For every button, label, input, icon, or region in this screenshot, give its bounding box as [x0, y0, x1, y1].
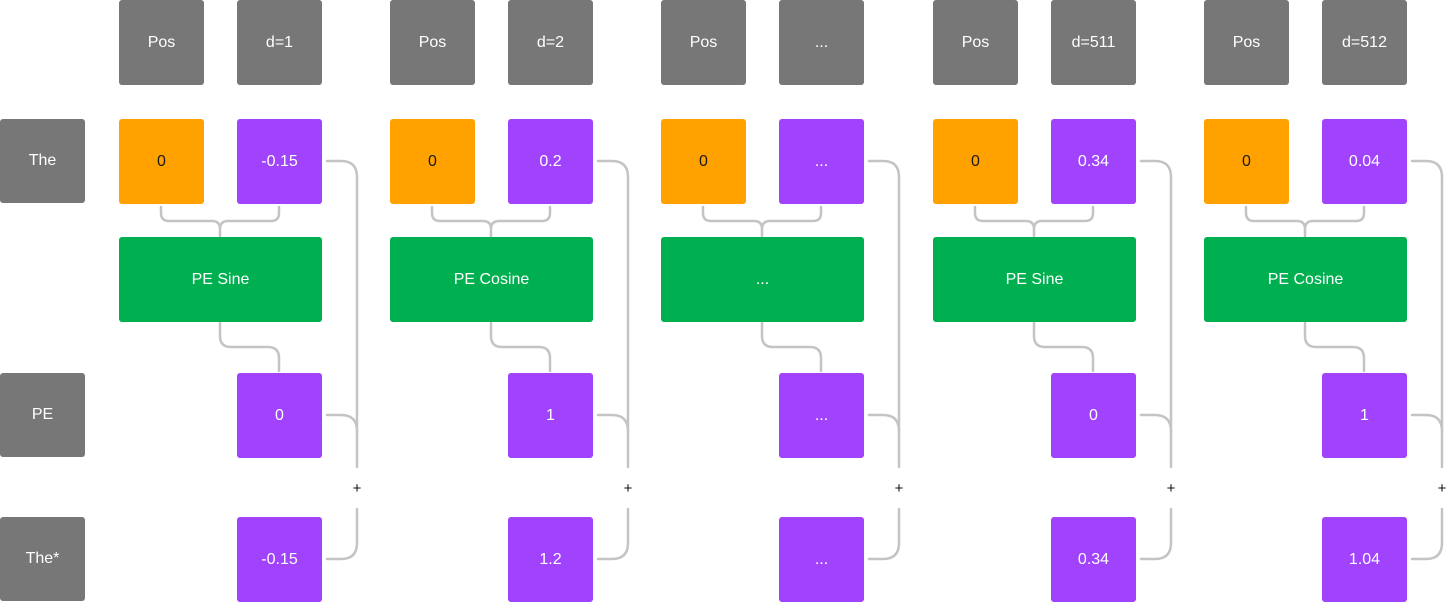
embedding-value: -0.15 — [237, 119, 322, 204]
dimension-header: ... — [779, 0, 864, 85]
row-label-token: The — [0, 119, 85, 203]
pe-value: ... — [779, 373, 864, 458]
merge-brace — [1244, 205, 1366, 238]
merge-brace — [701, 205, 823, 238]
embedding-sum-connector — [1410, 159, 1444, 469]
merge-brace — [973, 205, 1095, 238]
function-output-connector — [1303, 321, 1366, 373]
encoding-function: PE Cosine — [1204, 237, 1407, 322]
embedding-sum-connector — [867, 159, 901, 469]
function-output-connector — [218, 321, 281, 373]
row-label-pe: PE — [0, 373, 85, 457]
sum-result-connector — [1410, 507, 1444, 561]
embedding-value: 0.04 — [1322, 119, 1407, 204]
pe-value: 0 — [237, 373, 322, 458]
sum-result-connector — [596, 507, 630, 561]
merge-brace — [159, 205, 281, 238]
result-value: 1.04 — [1322, 517, 1407, 602]
pos-header: Pos — [661, 0, 746, 85]
pe-sum-connector — [325, 413, 359, 433]
embedding-sum-connector — [325, 159, 359, 469]
encoding-function: PE Sine — [933, 237, 1136, 322]
pos-header: Pos — [390, 0, 475, 85]
result-value: ... — [779, 517, 864, 602]
dimension-header: d=2 — [508, 0, 593, 85]
pe-value: 1 — [508, 373, 593, 458]
dimension-header: d=511 — [1051, 0, 1136, 85]
position-value: 0 — [1204, 119, 1289, 204]
embedding-value: 0.2 — [508, 119, 593, 204]
sum-result-connector — [325, 507, 359, 561]
embedding-value: 0.34 — [1051, 119, 1136, 204]
pe-sum-connector — [596, 413, 630, 433]
plus-operator: + — [1166, 480, 1176, 497]
pos-header: Pos — [1204, 0, 1289, 85]
pe-sum-connector — [1410, 413, 1444, 433]
embedding-sum-connector — [1139, 159, 1173, 469]
result-value: 1.2 — [508, 517, 593, 602]
function-output-connector — [489, 321, 552, 373]
pe-sum-connector — [867, 413, 901, 433]
encoding-function: PE Cosine — [390, 237, 593, 322]
embedding-sum-connector — [596, 159, 630, 469]
dimension-header: d=1 — [237, 0, 322, 85]
pe-value: 1 — [1322, 373, 1407, 458]
function-output-connector — [760, 321, 823, 373]
position-value: 0 — [119, 119, 204, 204]
position-value: 0 — [933, 119, 1018, 204]
plus-operator: + — [1437, 480, 1447, 497]
row-label-result: The* — [0, 517, 85, 601]
result-value: 0.34 — [1051, 517, 1136, 602]
plus-operator: + — [894, 480, 904, 497]
plus-operator: + — [352, 480, 362, 497]
merge-brace — [430, 205, 552, 238]
function-output-connector — [1032, 321, 1095, 373]
dimension-header: d=512 — [1322, 0, 1407, 85]
position-value: 0 — [390, 119, 475, 204]
pe-sum-connector — [1139, 413, 1173, 433]
sum-result-connector — [1139, 507, 1173, 561]
encoding-function: PE Sine — [119, 237, 322, 322]
pos-header: Pos — [119, 0, 204, 85]
plus-operator: + — [623, 480, 633, 497]
result-value: -0.15 — [237, 517, 322, 602]
position-value: 0 — [661, 119, 746, 204]
pos-header: Pos — [933, 0, 1018, 85]
sum-result-connector — [867, 507, 901, 561]
pe-value: 0 — [1051, 373, 1136, 458]
embedding-value: ... — [779, 119, 864, 204]
encoding-function: ... — [661, 237, 864, 322]
